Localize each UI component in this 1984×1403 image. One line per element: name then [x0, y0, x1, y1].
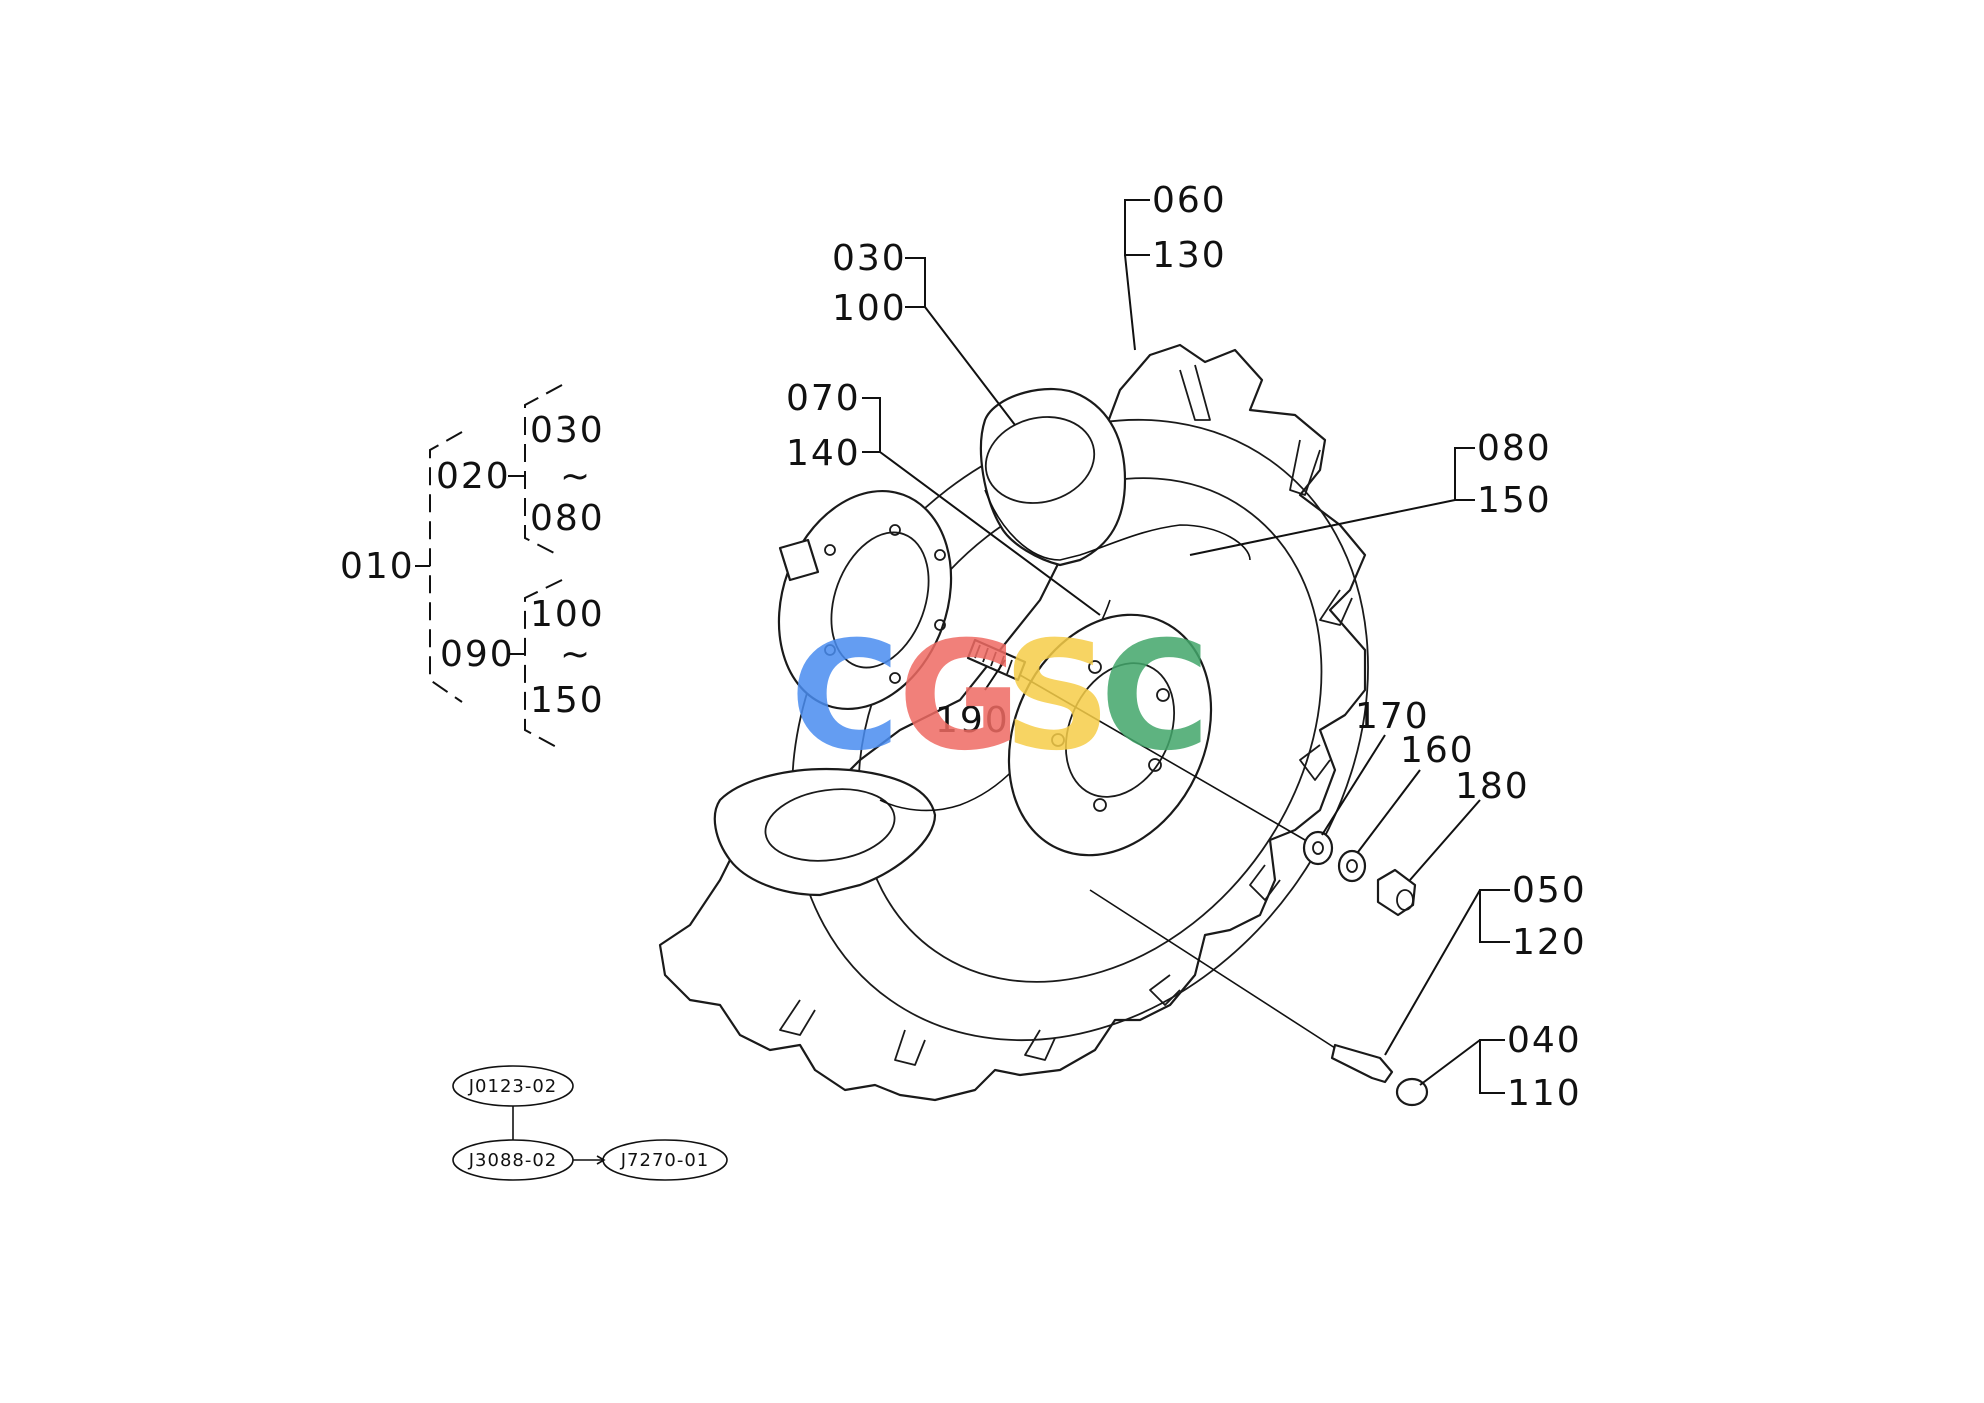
- ref-code-bottom-right: J7270-01: [620, 1150, 710, 1171]
- callout-060: 060: [1152, 180, 1227, 221]
- tube-opening-lower: [764, 788, 896, 862]
- group-090-bracket: [524, 579, 563, 751]
- hub-bolt-hole-1: [1088, 660, 1102, 674]
- tree-group-020-end: 080: [530, 498, 605, 539]
- tree-root-010: 010: [340, 546, 415, 587]
- lug-groove-3: [1319, 589, 1353, 626]
- lug-groove-9: [779, 999, 816, 1036]
- lug-groove-8: [894, 1029, 926, 1066]
- ref-code-bottom-left: J3088-02: [468, 1150, 558, 1171]
- lug-groove-7: [1024, 1029, 1056, 1061]
- hub-bolt-hole-4: [1093, 798, 1107, 812]
- washer-170-hole: [1312, 841, 1324, 855]
- callout-190: 190: [935, 700, 1010, 741]
- watermark-logo: C G S C: [790, 610, 1210, 784]
- tree-group-020-start: 030: [530, 410, 605, 451]
- axis-line-stud: [1019, 674, 1306, 841]
- tree-group-090-start: 100: [530, 594, 605, 635]
- tube-opening-upper: [984, 416, 1096, 504]
- lug-groove-2: [1289, 439, 1321, 496]
- flange-hole-1: [889, 524, 901, 536]
- lock-washer-160-hole: [1346, 859, 1358, 873]
- watermark-letter-2: G: [898, 610, 1021, 784]
- axle-flange-bore: [830, 531, 930, 669]
- callout-080: 080: [1477, 428, 1552, 469]
- lock-washer-160: [1337, 849, 1367, 883]
- stud-bolt: [966, 638, 1027, 682]
- callout-180: 180: [1455, 766, 1530, 807]
- group-020-bracket: [524, 384, 563, 556]
- valve-cap: [1395, 1077, 1429, 1107]
- valve-stem: [1330, 1043, 1394, 1084]
- callout-050: 050: [1512, 870, 1587, 911]
- callout-130: 130: [1152, 235, 1227, 276]
- nut-180: [1376, 868, 1417, 917]
- washer-170: [1302, 830, 1334, 866]
- tree-group-020-sep: ~: [560, 456, 592, 497]
- tree-group-090-sep: ~: [560, 634, 592, 675]
- callout-100: 100: [832, 288, 907, 329]
- callout-040: 040: [1507, 1020, 1582, 1061]
- hub-bolt-hole-5: [1051, 733, 1065, 747]
- callout-leaders: [862, 199, 1510, 1094]
- callout-120: 120: [1512, 922, 1587, 963]
- lug-groove-1: [1179, 364, 1211, 421]
- tree-group-090: 090: [440, 634, 515, 675]
- tree-group-090-end: 150: [530, 680, 605, 721]
- hub-bolt-hole-2: [1156, 688, 1170, 702]
- reference-codes: J0123-02 J3088-02 J7270-01: [452, 1065, 728, 1181]
- callout-110: 110: [1507, 1073, 1582, 1114]
- wheel-assembly-illustration: [658, 343, 1429, 1107]
- hub-bolt-hole-3: [1148, 758, 1162, 772]
- wheel-hub-center: [1064, 662, 1176, 798]
- nut-180-face: [1396, 889, 1414, 911]
- flange-hole-2: [934, 549, 946, 561]
- callout-170: 170: [1355, 696, 1430, 737]
- flange-hole-4: [889, 672, 901, 684]
- watermark-letter-4: C: [1100, 610, 1210, 784]
- callout-160: 160: [1400, 730, 1475, 771]
- ref-code-top: J0123-02: [468, 1076, 558, 1097]
- callout-070: 070: [786, 378, 861, 419]
- axle-spline-stub: [778, 538, 820, 582]
- inner-tube-upper: [979, 387, 1127, 567]
- callout-150: 150: [1477, 480, 1552, 521]
- callout-030: 030: [832, 238, 907, 279]
- lug-groove-5: [1249, 864, 1281, 901]
- flange-hole-6: [824, 544, 836, 556]
- assembly-tree: 010 020 030 ~ 080 090 100 ~ 150: [340, 384, 605, 751]
- tree-group-020: 020: [436, 456, 511, 497]
- watermark-letter-3: S: [1003, 610, 1111, 784]
- flange-hole-3: [934, 619, 946, 631]
- callout-labels: 060 130 030 100 070 140 080 150 190 170 …: [786, 180, 1587, 1114]
- flange-hole-5: [824, 644, 836, 656]
- axis-line-valve: [1089, 889, 1336, 1049]
- callout-140: 140: [786, 433, 861, 474]
- stud-thread: [974, 644, 1013, 675]
- watermark-letter-1: C: [790, 610, 900, 784]
